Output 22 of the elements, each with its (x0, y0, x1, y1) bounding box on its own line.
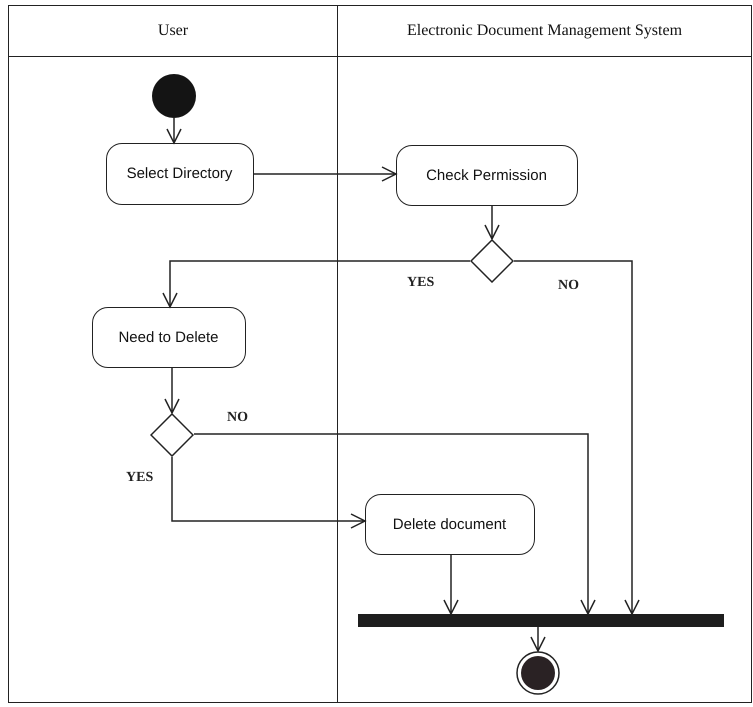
action-box: Need to Delete (92, 306, 246, 368)
swimlane (337, 5, 752, 703)
action-box: Delete document (364, 494, 534, 554)
arrow (254, 166, 397, 182)
arrow (164, 368, 180, 414)
arrow (514, 260, 640, 615)
arrow (166, 118, 182, 144)
arrow (530, 627, 546, 652)
arrow (171, 457, 366, 529)
action-box: Select Directory (106, 142, 254, 204)
initial-node (152, 74, 196, 118)
arrow (443, 555, 459, 615)
decision-diamond (470, 238, 514, 282)
arrow (194, 433, 596, 615)
lane-title: Electronic Document Management System (338, 6, 751, 57)
join-bar (358, 614, 724, 626)
action-box: Check Permission (396, 144, 578, 206)
arrow (484, 206, 500, 240)
swimlane (8, 5, 338, 703)
final-node (516, 650, 560, 694)
decision-diamond (150, 412, 194, 456)
arrow (162, 260, 470, 308)
